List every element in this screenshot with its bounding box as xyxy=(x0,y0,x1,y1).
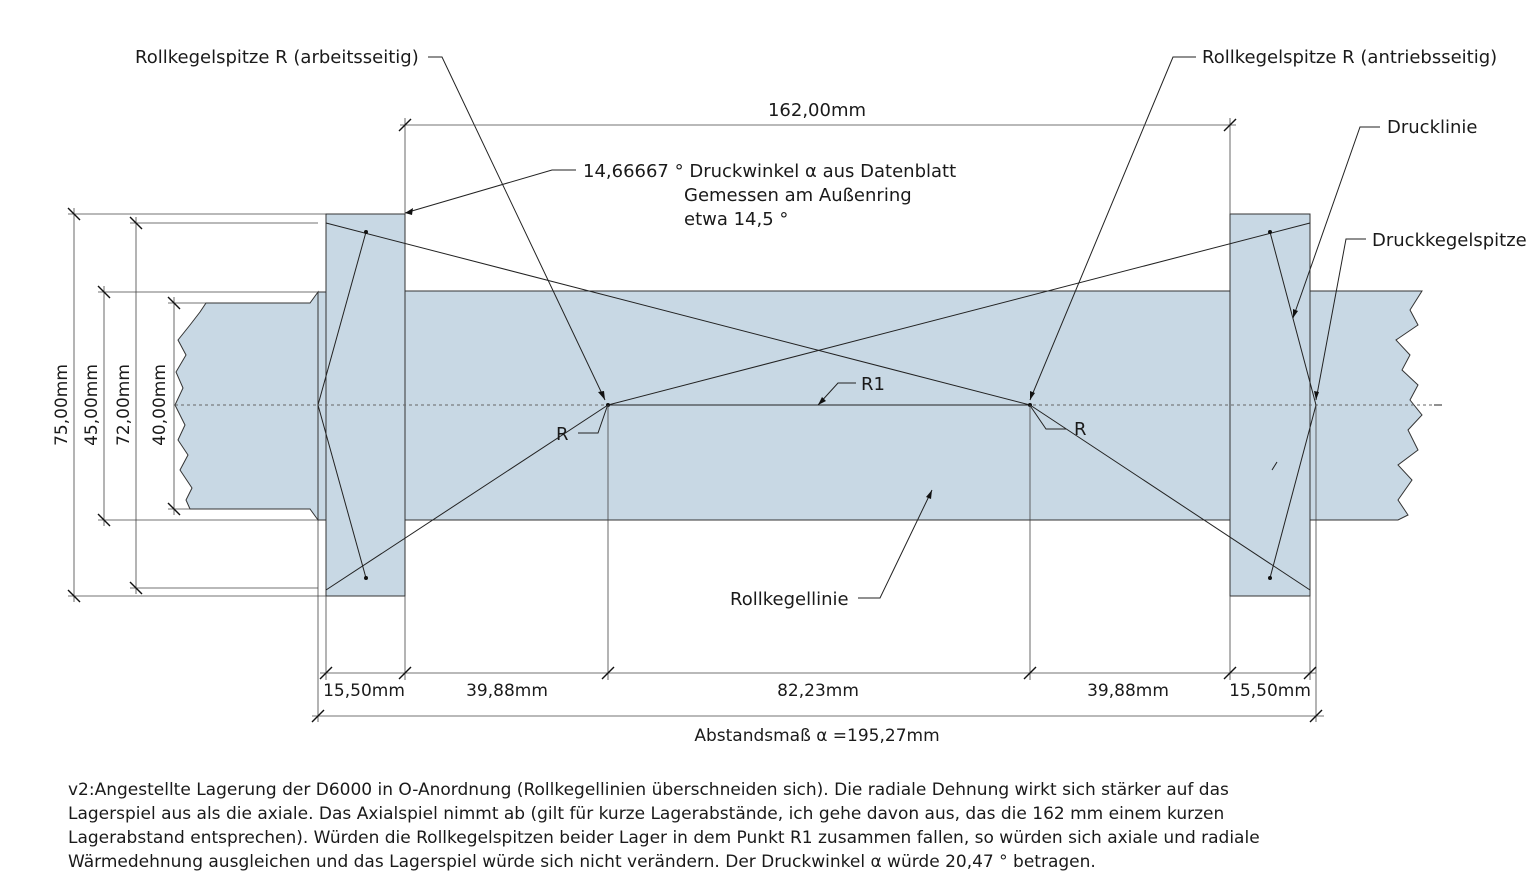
pressure-line-left-top xyxy=(317,231,367,406)
arrow-druckkegelspitze xyxy=(1314,391,1319,400)
tick-chain-4 xyxy=(1023,666,1037,680)
tick-top-right xyxy=(1223,118,1237,132)
dim-75-label: 75,00mm xyxy=(52,364,72,446)
tick-chain-1 xyxy=(319,666,333,680)
point-left-top xyxy=(364,230,368,234)
arrow-spitze-arbeit xyxy=(598,391,605,400)
tick-72-bottom xyxy=(129,581,143,595)
shaft-left-end xyxy=(174,290,319,522)
leader-spitze-arbeit xyxy=(428,56,606,401)
shaft-shoulder xyxy=(317,291,327,521)
caption-line: Lagerabstand entsprechen). Würden die Ro… xyxy=(68,828,1260,848)
arrow-rollkegellinie xyxy=(926,490,932,499)
leader-r-left xyxy=(578,406,608,434)
dim-b5-label: 15,50mm xyxy=(1229,681,1311,701)
dim-b4-label: 39,88mm xyxy=(1087,681,1169,701)
point-right-bottom xyxy=(1268,576,1272,580)
tick-chain-3 xyxy=(601,666,615,680)
label-r-right: R xyxy=(1074,419,1087,440)
label-druckwinkel-2: Gemessen am Außenring xyxy=(684,185,912,206)
bearing-drawing: Rollkegelspitze R (arbeitsseitig) Rollke… xyxy=(52,47,1527,746)
label-drucklinie: Drucklinie xyxy=(1387,117,1477,138)
tick-72-top xyxy=(129,216,143,230)
tick-75-top xyxy=(67,207,81,221)
point-left-bottom xyxy=(364,576,368,580)
arrow-drucklinie xyxy=(1293,309,1298,318)
tick-45-top xyxy=(97,285,111,299)
dim-total-label: Abstandsmaß α =195,27mm xyxy=(694,726,939,746)
label-druckwinkel-3: etwa 14,5 ° xyxy=(684,209,788,230)
arrow-druckwinkel xyxy=(405,208,413,215)
tick-chain-6 xyxy=(1303,666,1317,680)
dim-72-label: 72,00mm xyxy=(114,364,134,446)
leader-druckkegelspitze xyxy=(1315,238,1366,401)
tick-40-top xyxy=(167,296,181,310)
dim-top-label: 162,00mm xyxy=(768,100,866,121)
caption-line: v2:Angestellte Lagerung der D6000 in O-A… xyxy=(68,780,1229,800)
leader-druckwinkel xyxy=(404,169,576,214)
pressure-line-right-bottom xyxy=(1269,404,1317,579)
tick-chain-2 xyxy=(398,666,412,680)
tick-total-left xyxy=(311,709,325,723)
label-spitze-antrieb: Rollkegelspitze R (antriebsseitig) xyxy=(1202,47,1497,68)
dim-b1-label: 15,50mm xyxy=(323,681,405,701)
caption-line: Wärmedehnung ausgleichen und das Lagersp… xyxy=(68,852,1096,872)
dim-b3-label: 82,23mm xyxy=(777,681,859,701)
dim-45-label: 45,00mm xyxy=(82,364,102,446)
label-spitze-arbeit: Rollkegelspitze R (arbeitsseitig) xyxy=(135,47,419,68)
leader-drucklinie xyxy=(1292,126,1380,319)
label-r-left: R xyxy=(556,424,569,445)
arrow-spitze-antrieb xyxy=(1030,391,1035,400)
pressure-line-left-bottom xyxy=(317,404,367,579)
rollkegel-line-4 xyxy=(607,222,1311,406)
pressure-line-right-top xyxy=(1269,231,1317,406)
label-druckkegelspitze: Druckkegelspitze xyxy=(1372,230,1527,251)
dim-40-label: 40,00mm xyxy=(150,364,170,446)
tick-chain-5 xyxy=(1223,666,1237,680)
small-mark xyxy=(1271,461,1278,471)
tick-40-bottom xyxy=(167,502,181,516)
leader-spitze-antrieb xyxy=(1029,56,1196,401)
leader-r1 xyxy=(817,382,856,406)
dim-b2-label: 39,88mm xyxy=(466,681,548,701)
label-rollkegellinie: Rollkegellinie xyxy=(730,589,849,610)
point-right-top xyxy=(1268,230,1272,234)
arrow-r1 xyxy=(818,397,826,405)
label-r1: R1 xyxy=(861,374,885,395)
tick-75-bottom xyxy=(67,589,81,603)
rollkegel-line-2 xyxy=(1029,404,1311,591)
caption: v2:Angestellte Lagerung der D6000 in O-A… xyxy=(68,778,1508,874)
rollkegel-line-3 xyxy=(325,404,609,591)
leader-rollkegellinie xyxy=(858,489,933,599)
tick-total-right xyxy=(1309,709,1323,723)
caption-line: Lagerspiel aus als die axiale. Das Axial… xyxy=(68,804,1225,824)
tick-top-left xyxy=(398,118,412,132)
label-druckwinkel-1: 14,66667 ° Druckwinkel α aus Datenblatt xyxy=(583,161,956,182)
tick-45-bottom xyxy=(97,513,111,527)
rollkegel-line-1 xyxy=(325,222,1031,406)
leader-r-right xyxy=(1030,406,1066,430)
